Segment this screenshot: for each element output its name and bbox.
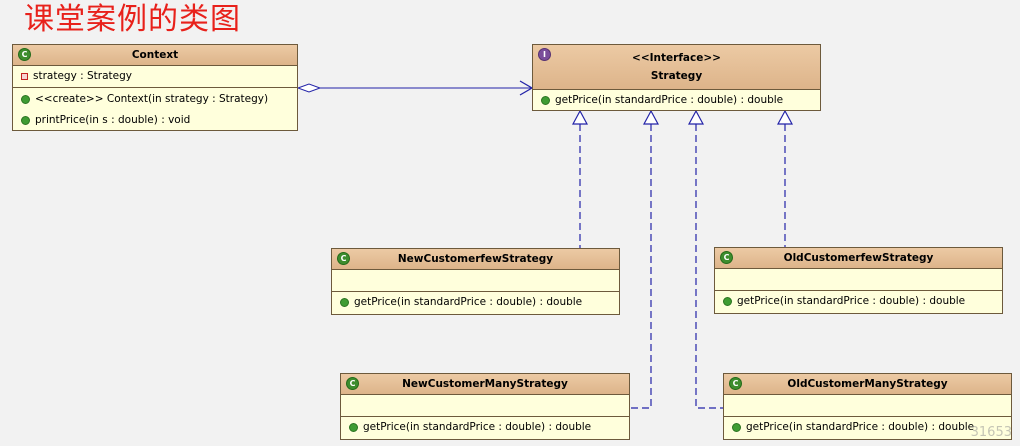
interface-header: I <<Interface>> Strategy <box>533 45 820 90</box>
association-context-strategy <box>296 80 534 96</box>
realization-old-many <box>687 109 723 409</box>
class-context[interactable]: C Context strategy : Strategy <<create>>… <box>12 44 298 131</box>
public-visibility-icon <box>541 96 550 105</box>
class-new-customer-few-strategy[interactable]: C NewCustomerfewStrategy getPrice(in sta… <box>331 248 620 315</box>
operation-text: getPrice(in standardPrice : double) : do… <box>363 421 592 433</box>
realization-triangle <box>571 109 589 125</box>
attributes-section <box>724 395 1011 417</box>
operation-text: getPrice(in standardPrice : double) : do… <box>746 421 975 433</box>
page-title: 课堂案例的类图 <box>24 2 241 37</box>
public-visibility-icon <box>340 298 349 307</box>
operation-row: <<create>> Context(in strategy : Strateg… <box>21 89 297 110</box>
operation-text: getPrice(in standardPrice : double) : do… <box>354 296 583 308</box>
realization-new-many <box>630 109 660 409</box>
realization-new-few <box>571 109 589 248</box>
operations-section: getPrice(in standardPrice : double) : do… <box>533 90 820 111</box>
class-old-customer-few-strategy[interactable]: C OldCustomerfewStrategy getPrice(in sta… <box>714 247 1003 314</box>
realization-triangle <box>687 109 705 125</box>
operation-text: <<create>> Context(in strategy : Strateg… <box>35 93 269 105</box>
class-name: NewCustomerManyStrategy <box>402 378 568 390</box>
operations-section: getPrice(in standardPrice : double) : do… <box>724 417 1011 438</box>
operation-row: getPrice(in standardPrice : double) : do… <box>349 417 629 438</box>
attribute-row: strategy : Strategy <box>21 66 297 87</box>
attributes-section <box>715 269 1002 291</box>
public-visibility-icon <box>21 116 30 125</box>
class-icon: C <box>337 252 350 265</box>
operation-text: getPrice(in standardPrice : double) : do… <box>555 94 784 106</box>
class-header: C OldCustomerfewStrategy <box>715 248 1002 269</box>
class-name: Context <box>131 49 179 61</box>
public-visibility-icon <box>723 297 732 306</box>
aggregation-diamond <box>296 83 322 93</box>
interface-strategy[interactable]: I <<Interface>> Strategy getPrice(in sta… <box>532 44 821 111</box>
realization-old-few <box>776 109 794 247</box>
stereotype-label: <<Interface>> <box>632 52 721 64</box>
operation-text: getPrice(in standardPrice : double) : do… <box>737 295 966 307</box>
operation-row: getPrice(in standardPrice : double) : do… <box>732 417 1011 438</box>
class-icon: C <box>346 377 359 390</box>
attributes-section <box>341 395 629 417</box>
class-header: C NewCustomerfewStrategy <box>332 249 619 270</box>
class-new-customer-many-strategy[interactable]: C NewCustomerManyStrategy getPrice(in st… <box>340 373 630 440</box>
operation-row: getPrice(in standardPrice : double) : do… <box>723 291 1002 312</box>
class-name: OldCustomerfewStrategy <box>783 252 934 264</box>
public-visibility-icon <box>349 423 358 432</box>
class-header: C NewCustomerManyStrategy <box>341 374 629 395</box>
attributes-section <box>332 270 619 292</box>
operations-section: getPrice(in standardPrice : double) : do… <box>341 417 629 438</box>
attributes-section: strategy : Strategy <box>13 66 297 88</box>
interface-icon: I <box>538 48 551 61</box>
class-icon: C <box>18 48 31 61</box>
class-name: OldCustomerManyStrategy <box>787 378 948 390</box>
class-name: NewCustomerfewStrategy <box>397 253 554 265</box>
operations-section: getPrice(in standardPrice : double) : do… <box>715 291 1002 312</box>
class-old-customer-many-strategy[interactable]: C OldCustomerManyStrategy getPrice(in st… <box>723 373 1012 440</box>
realization-triangle <box>776 109 794 125</box>
operation-text: printPrice(in s : double) : void <box>35 114 191 126</box>
private-visibility-icon <box>21 73 28 80</box>
class-header: C Context <box>13 45 297 66</box>
operation-row: getPrice(in standardPrice : double) : do… <box>340 292 619 313</box>
operations-section: getPrice(in standardPrice : double) : do… <box>332 292 619 313</box>
public-visibility-icon <box>21 95 30 104</box>
watermark: 31653 <box>970 425 1012 440</box>
realization-triangle <box>642 109 660 125</box>
operations-section: <<create>> Context(in strategy : Strateg… <box>13 88 297 131</box>
operation-row: getPrice(in standardPrice : double) : do… <box>541 90 820 111</box>
class-header: C OldCustomerManyStrategy <box>724 374 1011 395</box>
interface-name: Strategy <box>650 70 703 82</box>
class-icon: C <box>720 251 733 264</box>
class-icon: C <box>729 377 742 390</box>
attribute-text: strategy : Strategy <box>33 70 132 82</box>
operation-row: printPrice(in s : double) : void <box>21 110 297 131</box>
public-visibility-icon <box>732 423 741 432</box>
